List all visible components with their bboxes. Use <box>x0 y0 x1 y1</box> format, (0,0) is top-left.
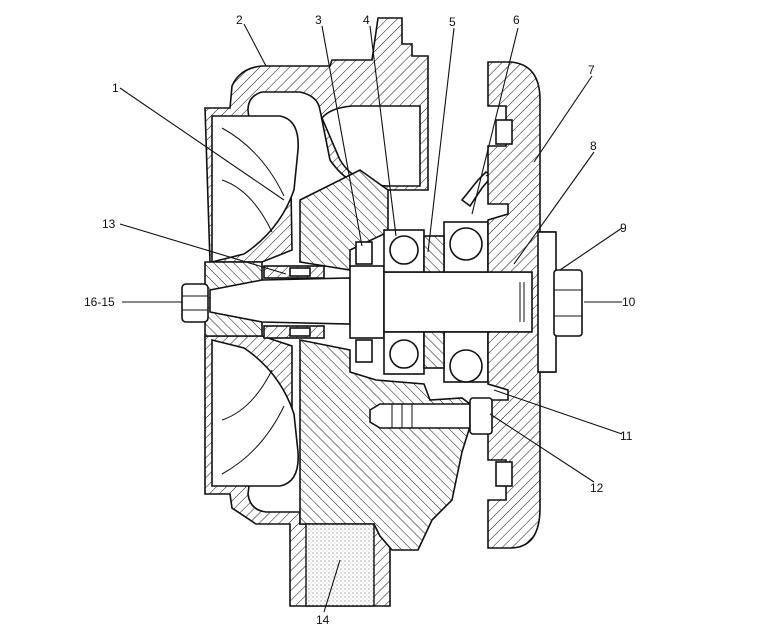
front-ball-bearing <box>383 229 425 375</box>
callout-14: 14 <box>316 613 330 627</box>
callout-16-15: 16-15 <box>84 295 115 309</box>
callout-13: 13 <box>102 217 116 231</box>
callout-5: 5 <box>449 15 456 29</box>
callout-9: 9 <box>620 221 627 235</box>
shaft-seal <box>263 265 325 339</box>
mounting-bolt <box>369 397 493 435</box>
callout-labels: 1 2 3 4 5 6 7 8 9 10 11 12 13 14 16-15 <box>84 13 636 627</box>
callout-1: 1 <box>112 81 119 95</box>
seal-ring <box>355 241 373 363</box>
callout-10: 10 <box>622 295 636 309</box>
callout-4: 4 <box>363 13 370 27</box>
callout-8: 8 <box>590 139 597 153</box>
callout-2: 2 <box>236 13 243 27</box>
callout-6: 6 <box>513 13 520 27</box>
callout-12: 12 <box>590 481 604 495</box>
pulley-hub <box>487 61 555 549</box>
callout-7: 7 <box>588 63 595 77</box>
impeller <box>204 115 299 487</box>
impeller-nut <box>181 283 209 323</box>
callout-11: 11 <box>620 429 633 443</box>
callout-3: 3 <box>315 13 322 27</box>
leader-lines <box>119 23 623 613</box>
pulley-nut-washer <box>537 231 583 373</box>
